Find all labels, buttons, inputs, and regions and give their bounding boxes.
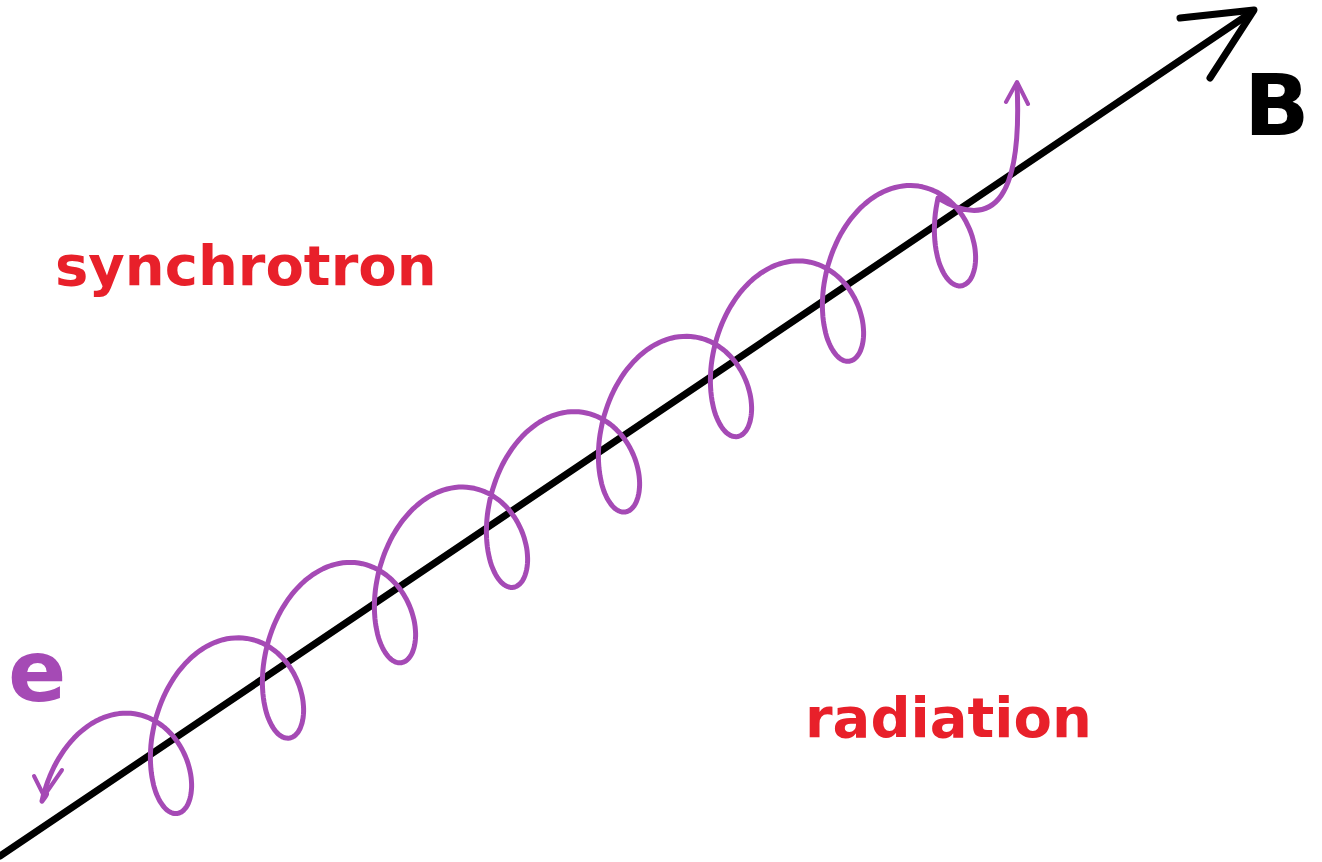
particle-label: e xyxy=(8,628,66,714)
field-label: B xyxy=(1244,62,1310,148)
field-arrowhead xyxy=(1180,10,1254,78)
caption-word: synchrotron xyxy=(55,238,437,294)
helix-end-arrow xyxy=(1006,82,1028,104)
helix-start-arrow xyxy=(34,770,62,796)
field-line xyxy=(0,12,1252,856)
caption-word: radiation xyxy=(805,690,1092,746)
